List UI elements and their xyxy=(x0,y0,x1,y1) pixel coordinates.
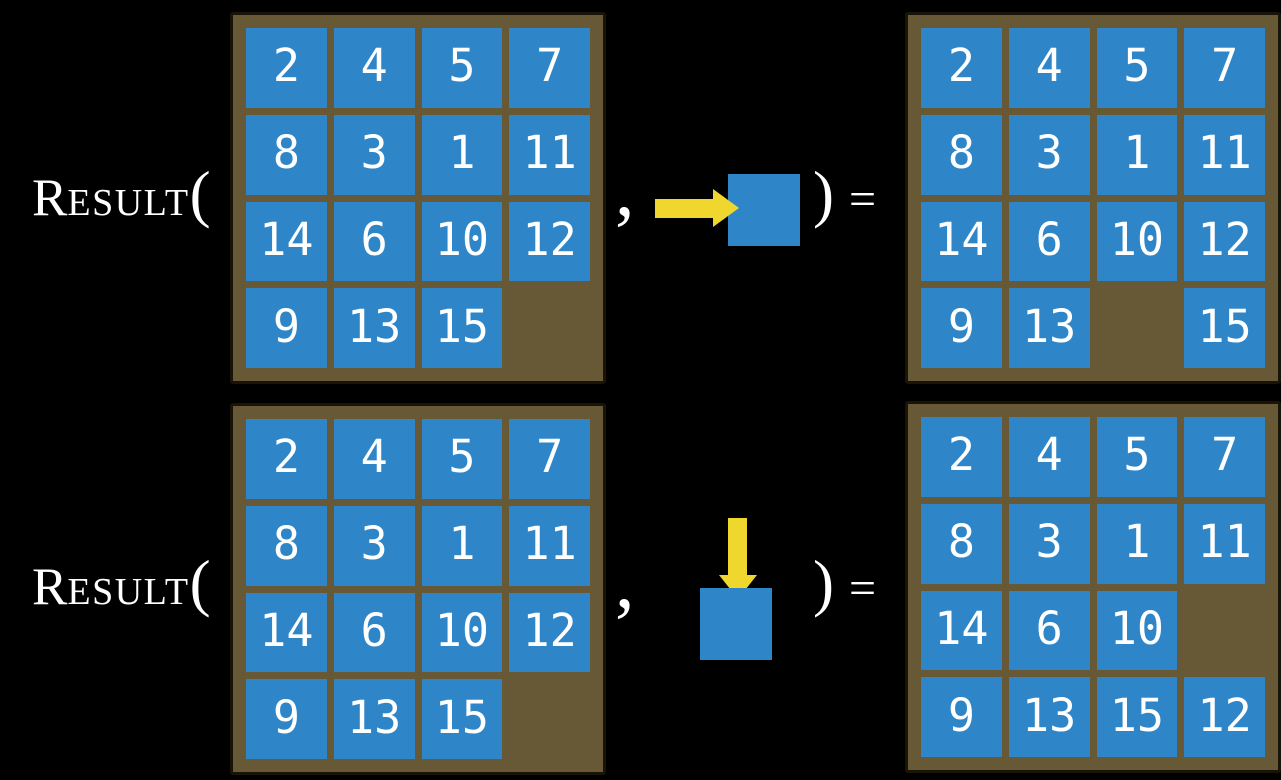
puzzle-tile: 8 xyxy=(246,505,327,586)
puzzle-tile: 6 xyxy=(1008,590,1090,671)
empty-cell xyxy=(509,679,590,759)
puzzle-tile: 4 xyxy=(333,419,415,499)
arrow-shaft xyxy=(655,199,715,218)
action-move-down xyxy=(700,518,772,660)
result-label-initial: R xyxy=(32,558,68,616)
close-paren-equals: )= xyxy=(813,552,876,615)
puzzle-tile: 2 xyxy=(921,28,1002,108)
puzzle-tile: 1 xyxy=(421,505,503,586)
puzzle-tile: 13 xyxy=(1008,677,1090,757)
equals-sign: = xyxy=(848,562,877,615)
puzzle-tile: 8 xyxy=(921,503,1002,584)
puzzle-tile: 11 xyxy=(509,114,590,195)
puzzle-tile: 1 xyxy=(1096,503,1178,584)
puzzle-tile: 15 xyxy=(421,679,503,759)
puzzle-tile: 9 xyxy=(921,677,1002,757)
puzzle-tile: 15 xyxy=(421,288,503,368)
puzzle-tile: 2 xyxy=(246,419,327,499)
empty-cell xyxy=(509,288,590,368)
result-function-label: RESULT( xyxy=(32,552,211,615)
puzzle-tile: 6 xyxy=(333,592,415,673)
puzzle-tile: 8 xyxy=(246,114,327,195)
puzzle-tile: 7 xyxy=(1184,28,1265,108)
open-paren: ( xyxy=(189,159,211,229)
puzzle-tile: 5 xyxy=(421,419,503,499)
puzzle-tile: 4 xyxy=(1008,417,1090,497)
puzzle-tile: 12 xyxy=(1184,201,1265,282)
result-label-initial: R xyxy=(32,169,68,227)
equals-sign: = xyxy=(848,173,877,226)
puzzle-tile: 12 xyxy=(509,592,590,673)
action-move-right xyxy=(655,174,800,246)
puzzle-tile: 9 xyxy=(246,288,327,368)
puzzle-tile: 14 xyxy=(921,590,1002,671)
comma-separator: , xyxy=(615,537,635,624)
puzzle-tile: 5 xyxy=(1096,417,1178,497)
puzzle-tile: 10 xyxy=(421,201,503,282)
puzzle-tile: 4 xyxy=(333,28,415,108)
result-label-rest: ESULT xyxy=(67,182,190,224)
puzzle-tile: 11 xyxy=(1184,114,1265,195)
puzzle-tile: 9 xyxy=(921,288,1002,368)
puzzle-tile: 10 xyxy=(1096,590,1178,671)
open-paren: ( xyxy=(189,548,211,618)
puzzle-tile: 1 xyxy=(421,114,503,195)
puzzle-tile: 13 xyxy=(1008,288,1090,368)
puzzle-tile: 15 xyxy=(1184,288,1265,368)
comma-separator: , xyxy=(615,145,635,232)
puzzle-tile: 5 xyxy=(1096,28,1178,108)
puzzle-tile: 12 xyxy=(509,201,590,282)
puzzle-tile: 11 xyxy=(509,505,590,586)
puzzle-tile: 5 xyxy=(421,28,503,108)
puzzle-tile: 11 xyxy=(1184,503,1265,584)
puzzle-tile: 10 xyxy=(1096,201,1178,282)
puzzle-tile: 6 xyxy=(1008,201,1090,282)
result-label-rest: ESULT xyxy=(67,571,190,613)
puzzle-tile: 15 xyxy=(1096,677,1178,757)
puzzle-tile: 12 xyxy=(1184,677,1265,757)
puzzle-tile: 14 xyxy=(246,201,327,282)
puzzle-tile: 14 xyxy=(246,592,327,673)
puzzle-tile: 3 xyxy=(333,505,415,586)
puzzle-tile: 7 xyxy=(509,419,590,499)
puzzle-tile: 7 xyxy=(1184,417,1265,497)
puzzle-tile: 10 xyxy=(421,592,503,673)
result-function-label: RESULT( xyxy=(32,163,211,226)
puzzle-tile: 4 xyxy=(1008,28,1090,108)
puzzle-tile: 3 xyxy=(333,114,415,195)
puzzle-tile: 13 xyxy=(333,288,415,368)
empty-cell xyxy=(1184,591,1265,671)
puzzle-tile: 3 xyxy=(1008,503,1090,584)
close-paren-equals: )= xyxy=(813,163,876,226)
arrow-shaft xyxy=(728,518,747,578)
puzzle-tile: 7 xyxy=(509,28,590,108)
puzzle-tile: 2 xyxy=(246,28,327,108)
empty-cell xyxy=(1097,288,1178,368)
close-paren: ) xyxy=(813,548,834,618)
tile-square xyxy=(728,174,800,246)
puzzle-tile: 9 xyxy=(246,679,327,759)
puzzle-tile: 8 xyxy=(921,114,1002,195)
puzzle-tile: 3 xyxy=(1008,114,1090,195)
puzzle-tile: 1 xyxy=(1096,114,1178,195)
arrow-head xyxy=(713,189,739,227)
tile-square xyxy=(700,588,772,660)
puzzle-tile: 13 xyxy=(333,679,415,759)
puzzle-tile: 14 xyxy=(921,201,1002,282)
close-paren: ) xyxy=(813,159,834,229)
puzzle-tile: 6 xyxy=(333,201,415,282)
puzzle-tile: 2 xyxy=(921,417,1002,497)
